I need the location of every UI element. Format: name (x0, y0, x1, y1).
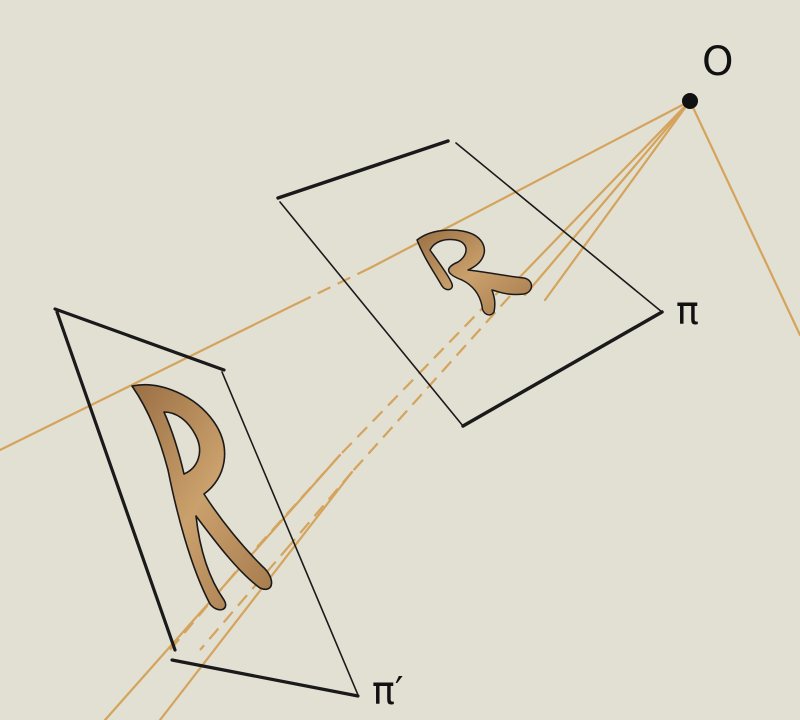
letter-r-near-shape (416, 229, 533, 316)
ray-right (688, 99, 800, 337)
plane-pi-prime-top-edge (53, 307, 226, 372)
center-label: O (702, 39, 734, 85)
ray-lower-2-dashed (351, 295, 511, 473)
letter-r-far (131, 384, 273, 611)
plane-pi-prime-label: π′ (372, 669, 404, 713)
letter-r-near (416, 229, 533, 316)
ray-mid-1 (513, 99, 692, 284)
plane-pi-right-edge (455, 142, 663, 313)
plane-pi-prime-bottom-edge (170, 658, 360, 698)
plane-pi-bottom-edge (461, 310, 664, 428)
plane-pi (276, 139, 664, 428)
ray-lower-2-front (158, 470, 354, 720)
projection-rays (0, 99, 800, 720)
ray-upper-front (0, 301, 300, 452)
ray-mid-2 (523, 99, 692, 297)
projection-rays-dashed (169, 267, 511, 651)
ray-mid-3 (543, 99, 692, 302)
ray-lower-4-dashed (289, 471, 353, 546)
ray-lower-1-front (103, 453, 342, 720)
ray-lower-1-dashed (339, 284, 506, 456)
plane-pi-prime-right-edge (221, 371, 359, 696)
ray-far-dashed-2 (199, 544, 291, 651)
plane-pi-prime (53, 307, 360, 698)
plane-pi-top-edge (276, 139, 450, 200)
projection-center-point (682, 93, 698, 109)
plane-pi-label: π (676, 289, 699, 333)
letter-r-far-shape (131, 384, 273, 611)
ray-lower-3-dashed (249, 454, 341, 556)
plane-pi-left-edge (279, 201, 464, 427)
plane-pi-prime-left-edge (55, 310, 177, 652)
ray-upper-dashed (297, 267, 371, 304)
